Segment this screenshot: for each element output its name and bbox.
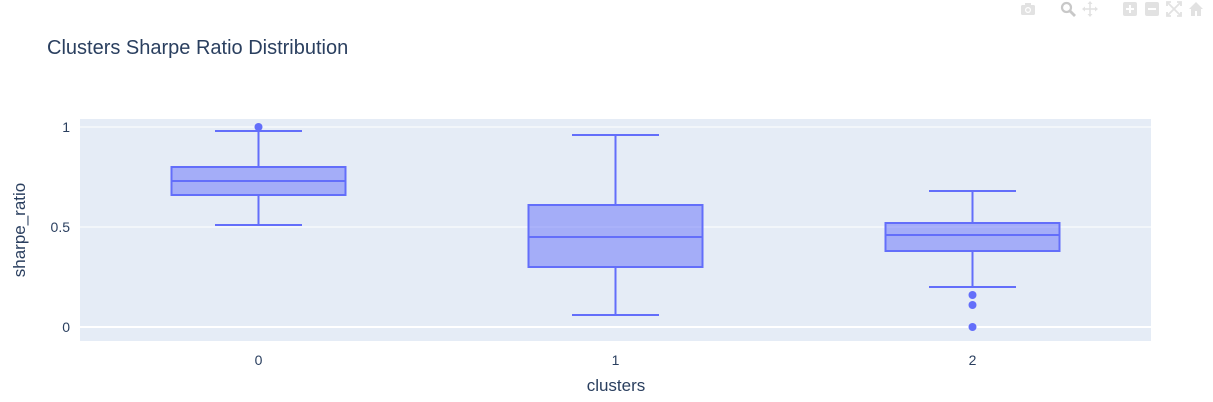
y-tick-label: 0.5 (51, 219, 71, 235)
box-cluster-0 (170, 123, 347, 226)
x-tick-label: 2 (969, 352, 977, 368)
y-axis-title: sharpe_ratio (10, 183, 29, 278)
outlier-point (254, 123, 263, 131)
modebar (1017, 0, 1207, 18)
boxes (170, 123, 1061, 331)
box-iqr (884, 222, 1061, 252)
x-axis-title: clusters (587, 376, 646, 395)
x-tick-label: 0 (255, 352, 263, 368)
y-tick-label: 0 (62, 319, 70, 335)
chart-title: Clusters Sharpe Ratio Distribution (47, 37, 348, 59)
camera-icon[interactable] (1017, 0, 1039, 18)
outlier-point (968, 301, 977, 309)
box-cluster-1 (527, 134, 704, 316)
box-cluster-2 (884, 190, 1061, 331)
home-icon[interactable] (1185, 0, 1207, 18)
outlier-point (968, 291, 977, 299)
autoscale-icon[interactable] (1163, 0, 1185, 18)
pan-icon[interactable] (1079, 0, 1101, 18)
outlier-point (968, 323, 977, 331)
zoom-out-icon[interactable] (1141, 0, 1163, 18)
zoom-in-icon[interactable] (1119, 0, 1141, 18)
x-tick-labels: 0 1 2 (255, 352, 977, 368)
y-tick-label: 1 (62, 119, 70, 135)
zoom-icon[interactable] (1057, 0, 1079, 18)
x-tick-label: 1 (612, 352, 620, 368)
y-tick-labels: 00.51 (51, 119, 71, 335)
